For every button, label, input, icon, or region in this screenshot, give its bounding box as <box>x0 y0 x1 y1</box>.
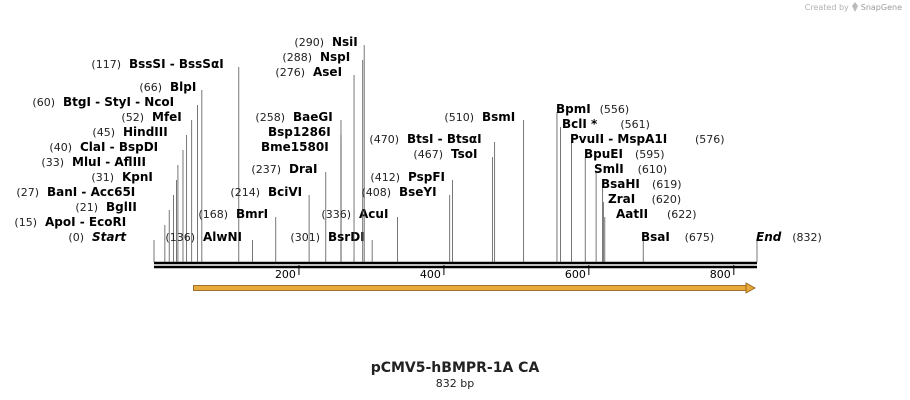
site-position: (15) <box>14 216 37 229</box>
site-position: (620) <box>652 193 682 206</box>
site-label: PvuII - MspA1I <box>570 132 667 146</box>
snapgene-credit: Created by SnapGene <box>805 2 902 12</box>
site-position: (31) <box>91 171 114 184</box>
site-position: (237) <box>251 163 281 176</box>
site-label: HindIII <box>123 125 168 139</box>
site-position: (66) <box>139 81 162 94</box>
site-position: (561) <box>620 118 650 131</box>
site-position: (301) <box>290 231 320 244</box>
site-label: BpuEI <box>584 147 623 161</box>
site-position: (470) <box>369 133 399 146</box>
site-label: Bsp1286I <box>268 125 331 139</box>
site-label: BsaHI <box>601 177 640 191</box>
site-position: (258) <box>255 111 285 124</box>
credit-prefix: Created by <box>804 2 849 12</box>
site-label: BsrDI <box>328 230 365 244</box>
site-position: (595) <box>635 148 665 161</box>
site-label: AlwNI <box>203 230 242 244</box>
site-label: BtgI - StyI - NcoI <box>63 95 174 109</box>
site-label: DraI <box>289 162 317 176</box>
site-label: MfeI <box>152 110 182 124</box>
ruler-label: 600 <box>565 268 586 281</box>
plasmid-length: 832 bp <box>435 377 475 390</box>
site-position: (290) <box>294 36 324 49</box>
site-label: BlpI <box>170 80 196 94</box>
site-label: MluI - AflIII <box>72 155 146 169</box>
ruler-label: 800 <box>710 268 731 281</box>
site-position: (214) <box>230 186 260 199</box>
site-label: AseI <box>313 65 342 79</box>
site-label: BaeGI <box>293 110 333 124</box>
site-label: ClaI - BspDI <box>80 140 158 154</box>
ruler-label: 400 <box>420 268 441 281</box>
site-position: (288) <box>282 51 312 64</box>
site-position: (675) <box>685 231 715 244</box>
site-position: (556) <box>600 103 630 116</box>
site-label: PspFI <box>408 170 445 184</box>
site-position: (408) <box>361 186 391 199</box>
site-label: End <box>756 230 782 244</box>
site-label: SmlI <box>594 162 624 176</box>
site-position: (510) <box>444 111 474 124</box>
site-label: NsiI <box>332 35 358 49</box>
site-position: (610) <box>638 163 668 176</box>
site-position: (27) <box>16 186 39 199</box>
credit-brand: SnapGene <box>860 2 902 12</box>
site-label: ZraI <box>608 192 635 206</box>
site-label: BseYI <box>399 185 437 199</box>
site-label: BpmI <box>556 102 591 116</box>
site-label: AatII <box>616 207 648 221</box>
site-position: (21) <box>75 201 98 214</box>
site-position: (168) <box>198 208 228 221</box>
site-position: (33) <box>41 156 64 169</box>
site-position: (336) <box>321 208 351 221</box>
site-label: ApoI - EcoRI <box>45 215 126 229</box>
site-position: (40) <box>49 141 72 154</box>
site-position: (467) <box>413 148 443 161</box>
site-label: BciVI <box>268 185 302 199</box>
site-position: (52) <box>121 111 144 124</box>
feature-arrow-body <box>193 285 748 291</box>
ruler-label: 200 <box>275 268 296 281</box>
site-position: (0) <box>68 231 84 244</box>
site-label: KpnI <box>122 170 153 184</box>
site-label: BclI * <box>562 117 598 131</box>
snapgene-logo-icon <box>851 2 858 12</box>
site-label: BglII <box>106 200 137 214</box>
site-position: (832) <box>792 231 822 244</box>
site-label: BmrI <box>236 207 268 221</box>
site-label: TsoI <box>451 147 477 161</box>
site-position: (622) <box>667 208 697 221</box>
site-position: (276) <box>275 66 305 79</box>
site-label: BssSI - BssSαI <box>129 57 224 71</box>
site-position: (136) <box>165 231 195 244</box>
site-position: (117) <box>91 58 121 71</box>
site-label: BsmI <box>482 110 515 124</box>
site-label: BsaI <box>641 230 670 244</box>
site-position: (412) <box>370 171 400 184</box>
site-position: (45) <box>92 126 115 139</box>
site-label: Bme1580I <box>261 140 329 154</box>
feature-arrow-head <box>745 282 756 294</box>
site-position: (576) <box>695 133 725 146</box>
site-label: BanI - Acc65I <box>47 185 135 199</box>
site-label: BtsI - BtsαI <box>407 132 482 146</box>
site-label: AcuI <box>359 207 388 221</box>
site-label: NspI <box>320 50 350 64</box>
plasmid-title: pCMV5-hBMPR-1A CA <box>370 360 540 376</box>
site-label: Start <box>92 230 127 244</box>
site-position: (60) <box>32 96 55 109</box>
site-position: (619) <box>652 178 682 191</box>
